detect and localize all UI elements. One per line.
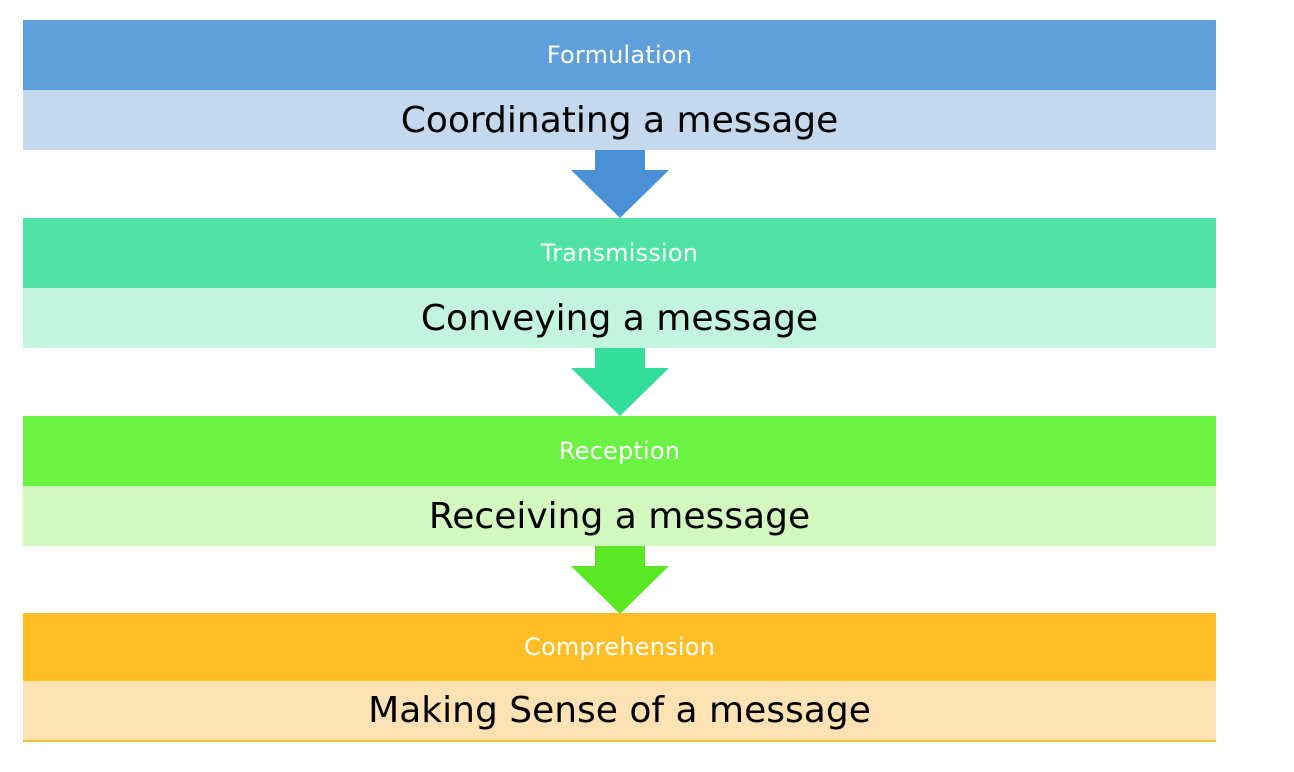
down-arrow-icon (571, 348, 669, 416)
down-arrow-icon (571, 150, 669, 218)
stage-body-reception: Receiving a message (23, 486, 1216, 546)
down-arrow-shape (571, 546, 669, 614)
down-arrow-shape (571, 348, 669, 416)
stage-body-transmission: Conveying a message (23, 288, 1216, 348)
stage-header-transmission: Transmission (23, 218, 1216, 288)
stage-header-reception: Reception (23, 416, 1216, 486)
stage-description-reception: Receiving a message (428, 495, 811, 537)
stage-title-transmission: Transmission (540, 239, 699, 267)
stage-header-formulation: Formulation (23, 20, 1216, 90)
stage-title-comprehension: Comprehension (523, 633, 715, 661)
stage-title-reception: Reception (558, 437, 681, 465)
stage-description-comprehension: Making Sense of a message (368, 690, 871, 731)
stage-header-comprehension: Comprehension (23, 613, 1216, 681)
down-arrow-shape (571, 150, 669, 218)
stage-title-formulation: Formulation (546, 41, 693, 69)
stage-description-transmission: Conveying a message (420, 297, 819, 339)
down-arrow-icon (571, 546, 669, 614)
stage-body-formulation: Coordinating a message (23, 90, 1216, 150)
stage-description-formulation: Coordinating a message (400, 99, 839, 141)
stage-body-comprehension: Making Sense of a message (23, 681, 1216, 742)
